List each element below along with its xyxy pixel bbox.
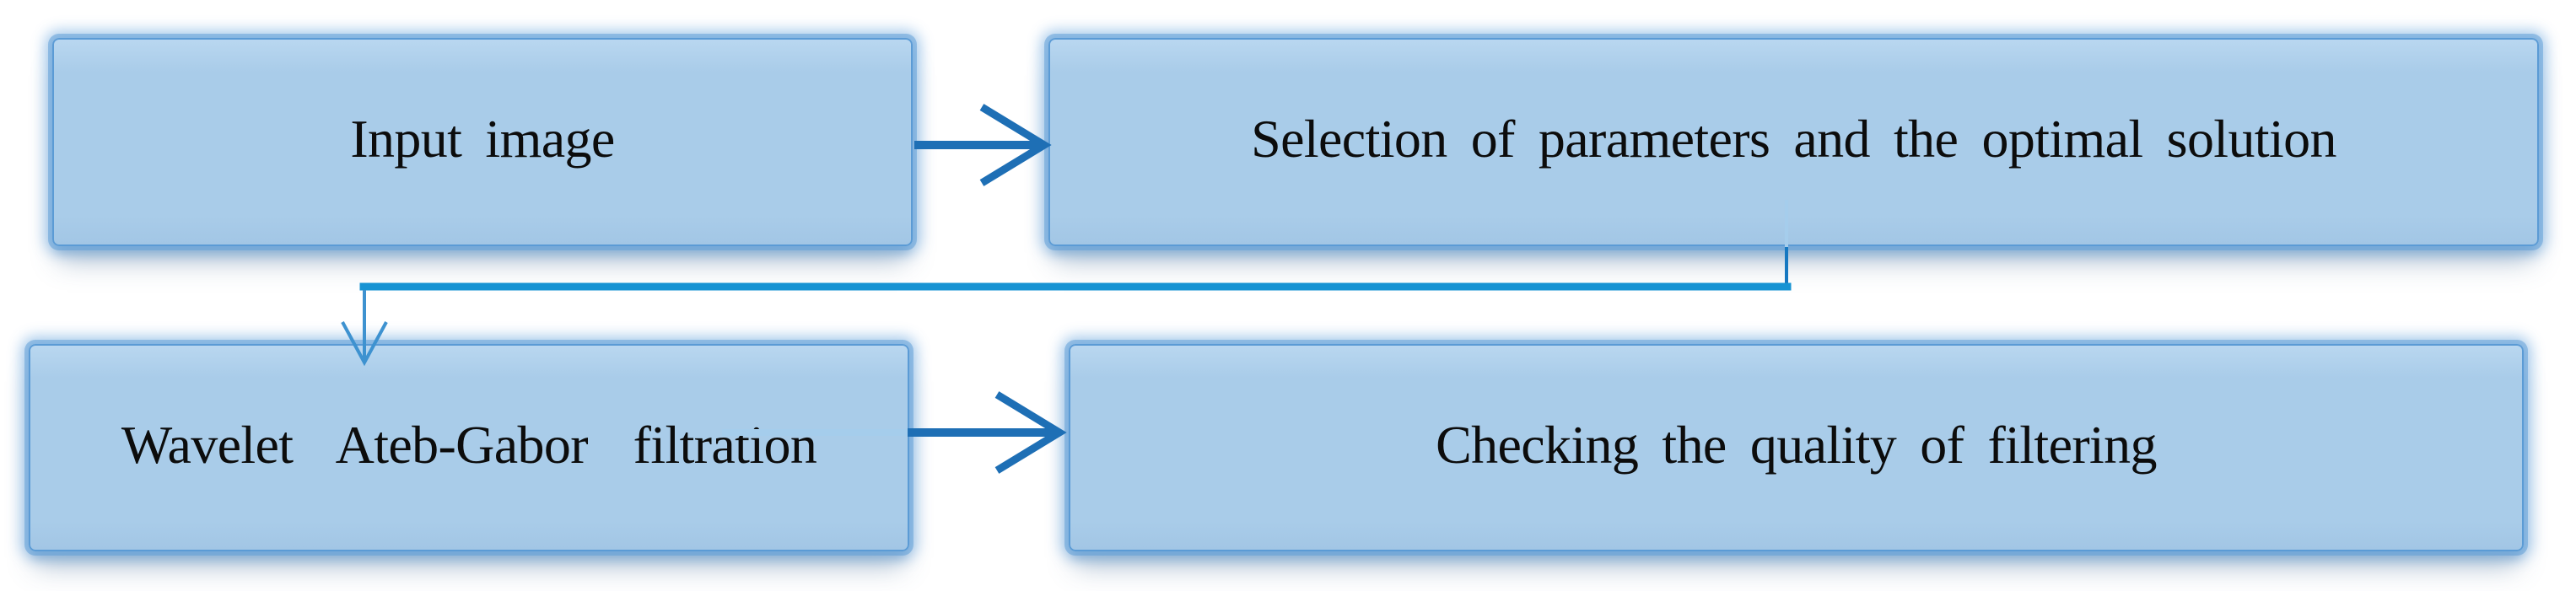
arrow-input-to-selection xyxy=(914,104,1052,186)
node-wavelet-filtration: Wavelet Ateb-Gabor filtration xyxy=(29,344,909,551)
node-selection-parameters: Selection of parameters and the optimal … xyxy=(1048,38,2539,246)
node-input-image-label: Input image xyxy=(350,109,615,169)
node-wavelet-filtration-label: Wavelet Ateb-Gabor filtration xyxy=(121,414,817,475)
node-quality-check-label: Checking the quality of filtering xyxy=(1436,414,2157,475)
node-quality-check: Checking the quality of filtering xyxy=(1069,344,2524,551)
node-selection-parameters-label: Selection of parameters and the optimal … xyxy=(1251,109,2336,169)
arrow-head-icon xyxy=(994,391,1067,474)
arrow-head-icon xyxy=(979,104,1052,186)
node-input-image: Input image xyxy=(52,38,913,246)
